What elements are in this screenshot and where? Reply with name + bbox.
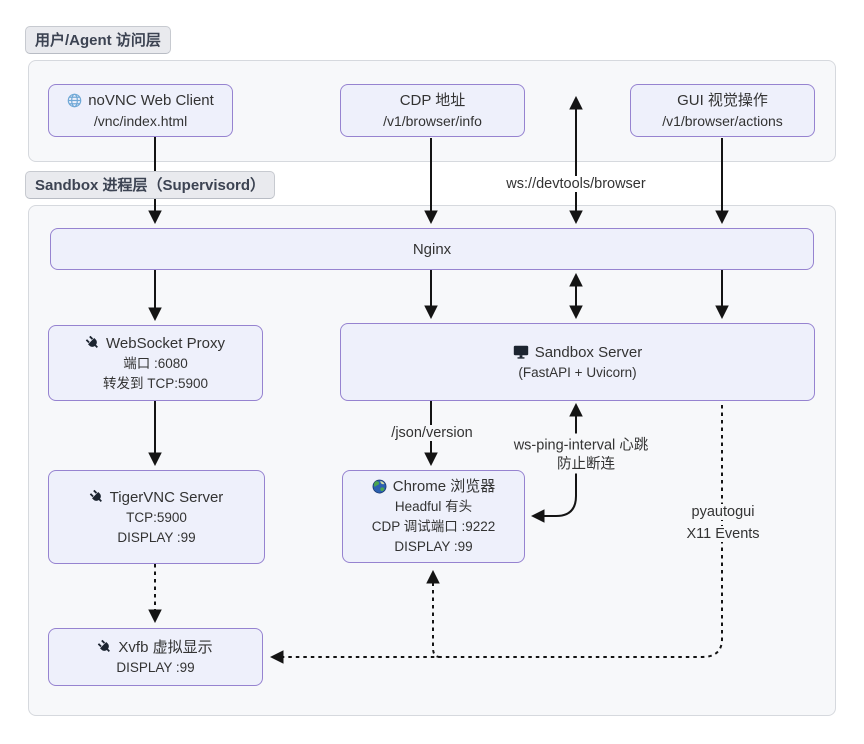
plug-icon	[83, 333, 103, 353]
node-title: WebSocket Proxy	[106, 334, 225, 352]
node-title: GUI 视觉操作	[677, 91, 768, 109]
earth-icon	[372, 479, 387, 494]
node-cdp-address: CDP 地址 /v1/browser/info	[340, 84, 525, 137]
node-title: Xvfb 虚拟显示	[118, 638, 213, 656]
node-xvfb-display: Xvfb 虚拟显示 DISPLAY :99	[48, 628, 263, 686]
node-line: DISPLAY :99	[116, 659, 195, 675]
plug-icon	[87, 487, 107, 507]
plug-icon	[96, 637, 116, 657]
node-title: CDP 地址	[399, 91, 466, 109]
node-nginx: Nginx	[50, 228, 814, 270]
edge-label-ws-devtools: ws://devtools/browser	[502, 176, 650, 192]
edge-pyautogui-to-xvfb	[269, 405, 723, 664]
node-chrome-browser: Chrome 浏览器 Headful 有头 CDP 调试端口 :9222 DIS…	[342, 470, 525, 563]
edge-label-heartbeat-line1: ws-ping-interval 心跳	[509, 433, 653, 455]
node-gui-actions: GUI 视觉操作 /v1/browser/actions	[630, 84, 815, 137]
edge-dashed-up-to-chrome	[426, 569, 441, 658]
node-novnc-web-client: noVNC Web Client /vnc/index.html	[48, 84, 233, 137]
edge-label-pyautogui-line1: pyautogui	[687, 504, 759, 520]
node-line: CDP 调试端口 :9222	[371, 519, 496, 535]
edge-label-pyautogui-line2: X11 Events	[682, 526, 764, 542]
node-sandbox-server: Sandbox Server (FastAPI + Uvicorn)	[340, 323, 815, 401]
monitor-icon	[513, 345, 529, 359]
node-title: Nginx	[412, 240, 452, 258]
node-title: Chrome 浏览器	[392, 478, 496, 496]
node-subtitle: (FastAPI + Uvicorn)	[518, 364, 637, 380]
node-line: 端口 :6080	[123, 355, 188, 371]
node-line: 转发到 TCP:5900	[102, 375, 209, 391]
node-subtitle: /v1/browser/info	[383, 112, 482, 129]
node-line: TCP:5900	[126, 509, 187, 525]
node-line: Headful 有头	[394, 499, 473, 515]
user-layer-label: 用户/Agent 访问层	[25, 26, 171, 54]
node-line: DISPLAY :99	[394, 538, 473, 554]
globe-grid-icon	[67, 93, 82, 108]
node-title: Sandbox Server	[534, 343, 643, 361]
node-title: noVNC Web Client	[88, 91, 214, 109]
node-websocket-proxy: WebSocket Proxy 端口 :6080 转发到 TCP:5900	[48, 325, 263, 401]
node-tigervnc-server: TigerVNC Server TCP:5900 DISPLAY :99	[48, 470, 265, 564]
node-subtitle: /v1/browser/actions	[662, 112, 783, 129]
edge-heartbeat-bidirectional	[530, 402, 583, 523]
edge-label-json-version: /json/version	[387, 425, 477, 441]
edge-label-heartbeat-line2: 防止断连	[553, 452, 619, 474]
sandbox-layer-label: Sandbox 进程层（Supervisord）	[25, 171, 276, 199]
node-title: TigerVNC Server	[109, 488, 224, 506]
node-line: DISPLAY :99	[117, 529, 196, 545]
node-subtitle: /vnc/index.html	[93, 112, 188, 129]
